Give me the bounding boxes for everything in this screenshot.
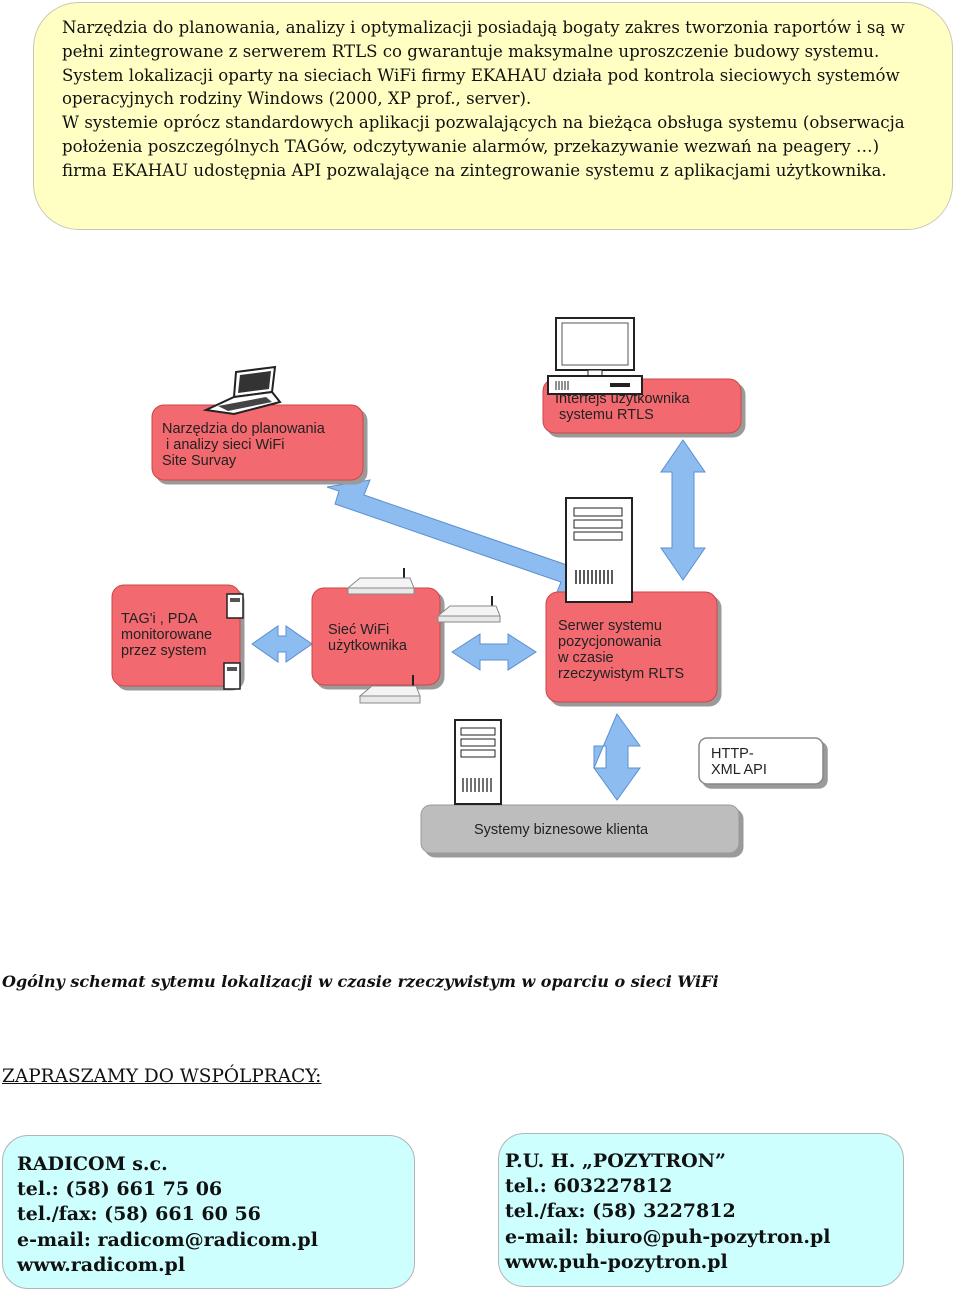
rtls-server-box: Serwer systemu pozycjonowania w czasie r…	[545, 591, 718, 703]
intro-panel: Narzędzia do planowania, analizy i optym…	[33, 2, 953, 230]
email-line: e-mail: radicom@radicom.pl	[17, 1228, 414, 1253]
access-point-icon	[436, 596, 501, 623]
website-link[interactable]: www.puh-pozytron.pl	[505, 1250, 728, 1273]
api-label-2: XML API	[711, 762, 767, 778]
planning-label-1: Narzędzia do planowania	[162, 421, 326, 437]
phone-value: 603227812	[553, 1175, 673, 1198]
arrow-interface-server	[660, 439, 706, 581]
arrow-wifi-server	[451, 633, 537, 671]
intro-line: pełni zintegrowane z serwerem RTLS co gw…	[62, 41, 880, 61]
tags-label-2: monitorowane	[121, 627, 212, 643]
server-tower-icon	[565, 497, 633, 603]
company-name: RADICOM s.c.	[17, 1153, 168, 1175]
website-link[interactable]: www.radicom.pl	[17, 1253, 186, 1276]
intro-line: System lokalizacji oparty na sieciach Wi…	[62, 65, 900, 85]
phone-label: tel.:	[505, 1175, 547, 1198]
email-label: e-mail:	[17, 1228, 91, 1251]
intro-line: firma EKAHAU udostępnia API pozwalające …	[62, 160, 887, 180]
http-xml-api-box: HTTP- XML API	[698, 737, 824, 785]
intro-line: operacyjnych rodziny Windows (2000, XP p…	[62, 89, 532, 109]
phone-line: tel.: (58) 661 75 06	[17, 1177, 414, 1202]
server-label-4: rzeczywistym RLTS	[558, 666, 684, 682]
intro-line: W systemie oprócz standardowych aplikacj…	[62, 113, 905, 133]
phone-value: (58) 661 75 06	[65, 1178, 223, 1201]
email-link[interactable]: radicom@radicom.pl	[97, 1228, 318, 1251]
server-label-3: w czasie	[557, 650, 614, 666]
wifi-label-2: użytkownika	[328, 638, 408, 654]
phone-label: tel.:	[17, 1178, 59, 1201]
api-label-1: HTTP-	[711, 746, 754, 762]
fax-label: tel./fax:	[505, 1200, 586, 1223]
diagram-caption: Ogólny schemat sytemu lokalizacji w czas…	[2, 972, 719, 991]
wifi-label-1: Sieć WiFi	[328, 622, 389, 638]
interface-label-2: systemu RTLS	[555, 407, 654, 423]
server-label-2: pozycjonowania	[558, 634, 662, 650]
desktop-computer-icon	[547, 317, 643, 395]
wifi-network-box: Sieć WiFi użytkownika	[311, 587, 441, 686]
company-name: P.U. H. „POZYTRON”	[505, 1150, 726, 1172]
access-point-icon	[346, 568, 415, 595]
access-point-icon	[358, 675, 421, 704]
invite-heading: ZAPRASZAMY DO WSPÓLPRACY:	[2, 1066, 322, 1087]
business-systems-box: Systemy biznesowe klienta	[420, 804, 740, 854]
email-label: e-mail:	[505, 1225, 579, 1248]
intro-line: Narzędzia do planowania, analizy i optym…	[62, 18, 905, 37]
fax-label: tel./fax:	[17, 1203, 98, 1226]
planning-label-3: Site Survay	[162, 453, 237, 469]
intro-line: położenia poszczególnych TAGów, odczytyw…	[62, 136, 880, 156]
fax-line: tel./fax: (58) 661 60 56	[17, 1202, 414, 1227]
laptop-icon	[202, 365, 282, 416]
phone-line: tel.: 603227812	[505, 1174, 903, 1199]
arrow-server-business	[593, 712, 641, 801]
server-label-1: Serwer systemu	[558, 618, 662, 634]
planning-label-2: i analizy sieci WiFi	[162, 437, 284, 453]
arrow-tags-wifi	[251, 625, 313, 663]
email-link[interactable]: biuro@puh-pozytron.pl	[585, 1225, 831, 1248]
system-diagram: Narzędzia do planowania i analizy sieci …	[111, 317, 824, 854]
fax-value: (58) 3227812	[592, 1200, 736, 1223]
contact-card-pozytron: P.U. H. „POZYTRON” tel.: 603227812 tel./…	[498, 1133, 904, 1287]
tags-box: TAG'i , PDA monitorowane przez system	[111, 584, 241, 687]
business-label: Systemy biznesowe klienta	[474, 822, 649, 838]
email-line: e-mail: biuro@puh-pozytron.pl	[505, 1225, 903, 1250]
tags-label-1: TAG'i , PDA	[121, 611, 198, 627]
tags-label-3: przez system	[121, 643, 206, 659]
fax-line: tel./fax: (58) 3227812	[505, 1199, 903, 1224]
server-tower-icon	[454, 719, 502, 805]
fax-value: (58) 661 60 56	[104, 1203, 261, 1226]
contact-card-radicom: RADICOM s.c. tel.: (58) 661 75 06 tel./f…	[2, 1135, 415, 1289]
tag-device-icon	[223, 593, 244, 690]
planning-tools-box: Narzędzia do planowania i analizy sieci …	[151, 404, 364, 481]
